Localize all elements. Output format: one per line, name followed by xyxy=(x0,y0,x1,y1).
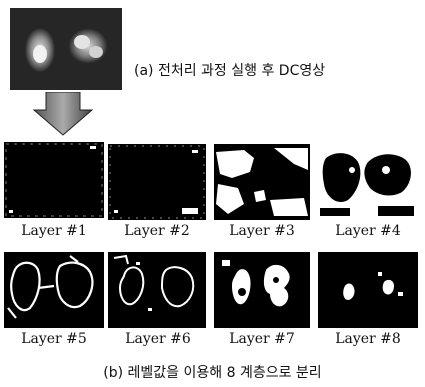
dc-image-graphic xyxy=(10,8,122,90)
caption-a: (a) 전처리 과정 실행 후 DC영상 xyxy=(134,63,326,79)
layer-label-3: Layer #3 xyxy=(229,223,295,239)
layer-image-7 xyxy=(214,252,310,328)
layer-image-4 xyxy=(318,144,418,220)
dc-image xyxy=(10,8,122,90)
layer-image-6 xyxy=(108,252,206,328)
layer-label-8: Layer #8 xyxy=(335,331,401,347)
layer-label-7: Layer #7 xyxy=(229,331,295,347)
layer-image-2 xyxy=(108,144,206,220)
layer-label-5: Layer #5 xyxy=(21,331,87,347)
layer-label-6: Layer #6 xyxy=(125,331,191,347)
layer-image-5 xyxy=(4,252,104,328)
down-arrow-icon xyxy=(32,91,94,136)
layer-image-1 xyxy=(4,142,104,218)
layer-image-8 xyxy=(318,252,418,328)
caption-b: (b) 레벨값을 이용해 8 계층으로 분리 xyxy=(103,365,322,381)
layer-label-2: Layer #2 xyxy=(124,223,190,239)
layer-label-4: Layer #4 xyxy=(335,223,401,239)
layer-image-3 xyxy=(214,144,310,220)
layer-label-1: Layer #1 xyxy=(21,223,87,239)
